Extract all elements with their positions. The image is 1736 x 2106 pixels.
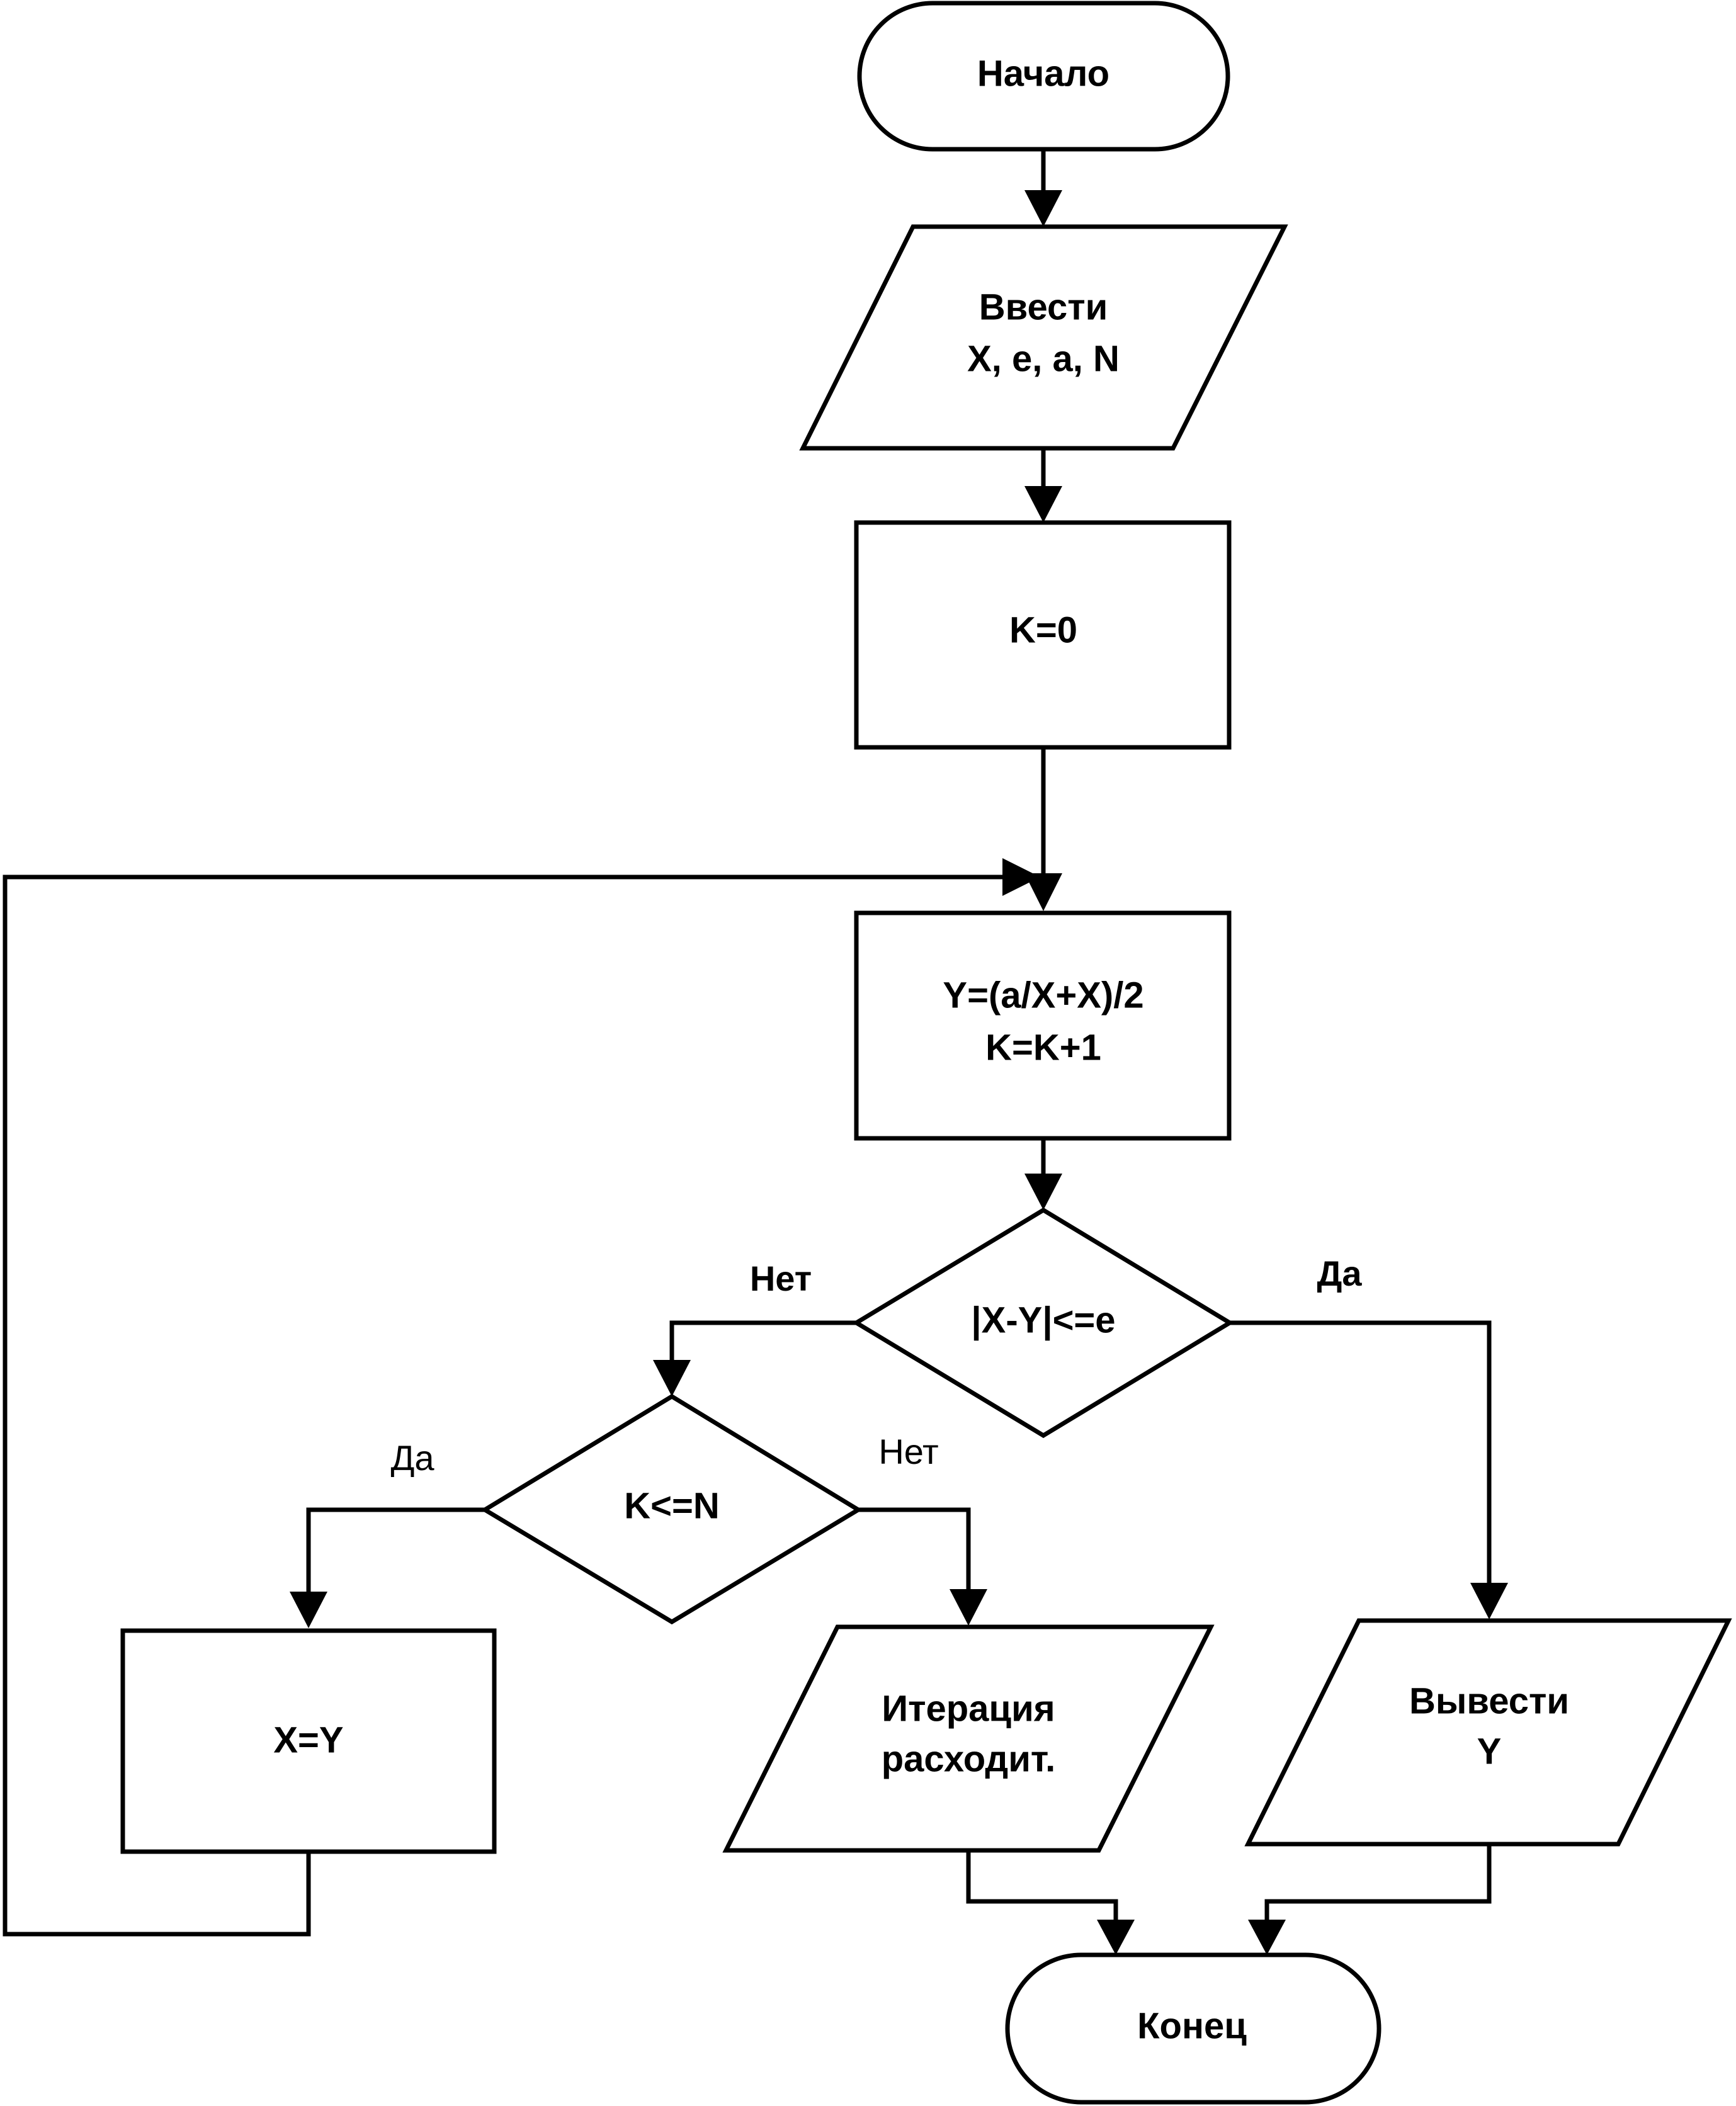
output-y-label-line2: Y [1477, 1731, 1502, 1772]
compute-label-line1: Y=(a/X+X)/2 [943, 975, 1143, 1016]
edge-label-iterations-yes: Да [390, 1438, 434, 1478]
arrowhead-check [1024, 1174, 1062, 1210]
convergence-decision: |X-Y|<=e [852, 1207, 1234, 1439]
input-label-line2: X, e, a, N [967, 338, 1120, 379]
diverges-label-line2: расходит. [882, 1738, 1056, 1779]
output-y-label-line1: Вывести [1409, 1680, 1569, 1721]
edge-label-convergence-yes: Да [1317, 1254, 1362, 1293]
arrowhead-assign-x [290, 1592, 327, 1628]
convergence-label: |X-Y|<=e [971, 1299, 1115, 1340]
connectors [3, 149, 1508, 1955]
connector-convergence-yes [1230, 1320, 1492, 1587]
connector-iterations-yes [306, 1507, 485, 1595]
arrowhead-iterations-check [653, 1360, 691, 1396]
assign-x-process-box: X=Y [120, 1628, 497, 1854]
start-label: Начало [977, 53, 1109, 94]
arrowhead-init [1024, 486, 1062, 523]
start-terminator: Начало [857, 1, 1230, 152]
arrowhead-end-left [1097, 1920, 1135, 1955]
init-process-box: K=0 [854, 520, 1232, 750]
diverges-output-parallelogram: Итерация расходит. [722, 1624, 1215, 1853]
connector-diverges-to-end [966, 1850, 1118, 1923]
arrowhead-compute [1024, 873, 1062, 911]
arrowhead-output-y [1470, 1583, 1508, 1619]
diverges-label-line1: Итерация [882, 1688, 1055, 1729]
arrowhead-diverges [950, 1589, 987, 1626]
arrowhead-input [1024, 190, 1062, 227]
connector-loop-back [3, 875, 1007, 1937]
connector-iterations-no [858, 1507, 971, 1593]
end-terminator: Конец [1005, 1952, 1381, 2105]
connector-output-to-end [1264, 1844, 1492, 1923]
output-y-parallelogram: Вывести Y [1244, 1618, 1732, 1847]
edge-label-convergence-no: Нет [750, 1259, 812, 1298]
init-label: K=0 [1009, 609, 1077, 650]
iterations-decision: K<=N [480, 1393, 863, 1625]
connector-convergence-no [669, 1320, 856, 1364]
compute-label-line2: K=K+1 [985, 1027, 1101, 1068]
end-label: Конец [1137, 2005, 1247, 2046]
assign-x-label: X=Y [273, 1719, 343, 1760]
compute-process-box: Y=(a/X+X)/2 K=K+1 [854, 910, 1232, 1141]
arrowhead-end-right [1248, 1920, 1286, 1955]
input-label-line1: Ввести [979, 286, 1108, 327]
edge-label-iterations-no: Нет [878, 1432, 938, 1471]
input-parallelogram: Ввести X, e, a, N [799, 224, 1288, 451]
iterations-label: K<=N [624, 1485, 720, 1526]
arrowhead-loop-back [1002, 858, 1040, 896]
